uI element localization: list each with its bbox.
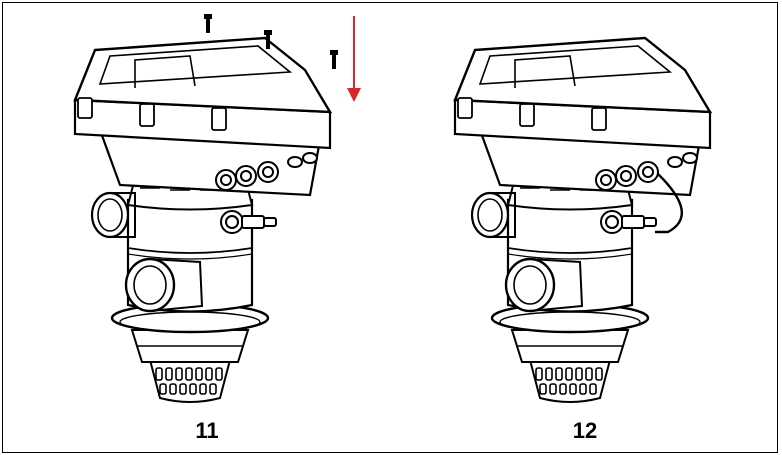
screw-icon <box>330 50 338 69</box>
step-number-12: 12 <box>572 418 598 443</box>
step-number-11: 11 <box>195 418 219 443</box>
screw-icon <box>204 14 212 33</box>
cable-icon <box>655 173 683 234</box>
step-12-valve-drawing <box>453 36 712 404</box>
step-11-valve-drawing <box>73 36 332 404</box>
down-arrow-icon <box>347 16 361 102</box>
